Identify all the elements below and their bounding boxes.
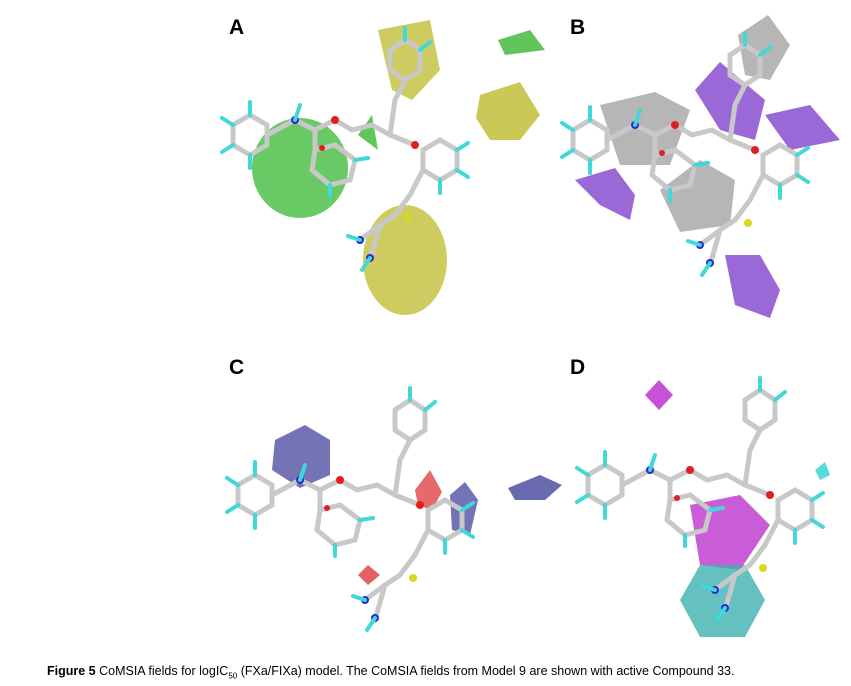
electrostatic-blue-contour xyxy=(508,475,562,500)
hydrophobic-gray-contour xyxy=(738,15,790,80)
hydrophobic-gray-contour xyxy=(660,160,735,232)
panel-c xyxy=(227,388,562,630)
hbond-cyan-contour xyxy=(815,462,830,480)
hydrophobic-purple-contour xyxy=(695,62,765,140)
electrostatic-blue-contour xyxy=(272,425,330,488)
molecule-compound-33 xyxy=(227,388,473,630)
caption-text-rest: (FXa/FIXa) model. The CoMSIA fields from… xyxy=(237,664,735,678)
caption-text: CoMSIA fields for logIC xyxy=(99,664,229,678)
caption-subscript: 50 xyxy=(228,671,238,681)
panel-b xyxy=(562,15,840,318)
steric-yellow-contour xyxy=(378,20,440,100)
figure-caption: Figure 5 CoMSIA fields for logIC50 (FXa/… xyxy=(47,664,734,681)
panel-label-a: A xyxy=(229,16,245,39)
hydrophobic-purple-contour xyxy=(575,168,635,220)
figure-label: Figure 5 xyxy=(47,664,96,678)
hydrophobic-purple-contour xyxy=(725,255,780,318)
steric-green-contour xyxy=(498,30,545,55)
electrostatic-red-contour xyxy=(415,470,442,510)
panel-label-d: D xyxy=(570,356,586,379)
panel-a xyxy=(222,20,545,315)
panel-label-b: B xyxy=(570,16,586,39)
steric-yellow-contour xyxy=(476,82,540,140)
panel-d xyxy=(577,378,830,637)
panel-label-c: C xyxy=(229,356,245,379)
electrostatic-red-contour xyxy=(358,565,380,585)
figure-panels xyxy=(0,15,840,637)
steric-green-contour xyxy=(358,115,378,150)
steric-yellow-contour xyxy=(363,205,447,315)
hydrophobic-purple-contour xyxy=(765,105,840,150)
steric-green-contour xyxy=(252,118,348,218)
hbond-magenta-contour xyxy=(645,380,673,410)
hbond-cyan-contour xyxy=(680,565,765,637)
